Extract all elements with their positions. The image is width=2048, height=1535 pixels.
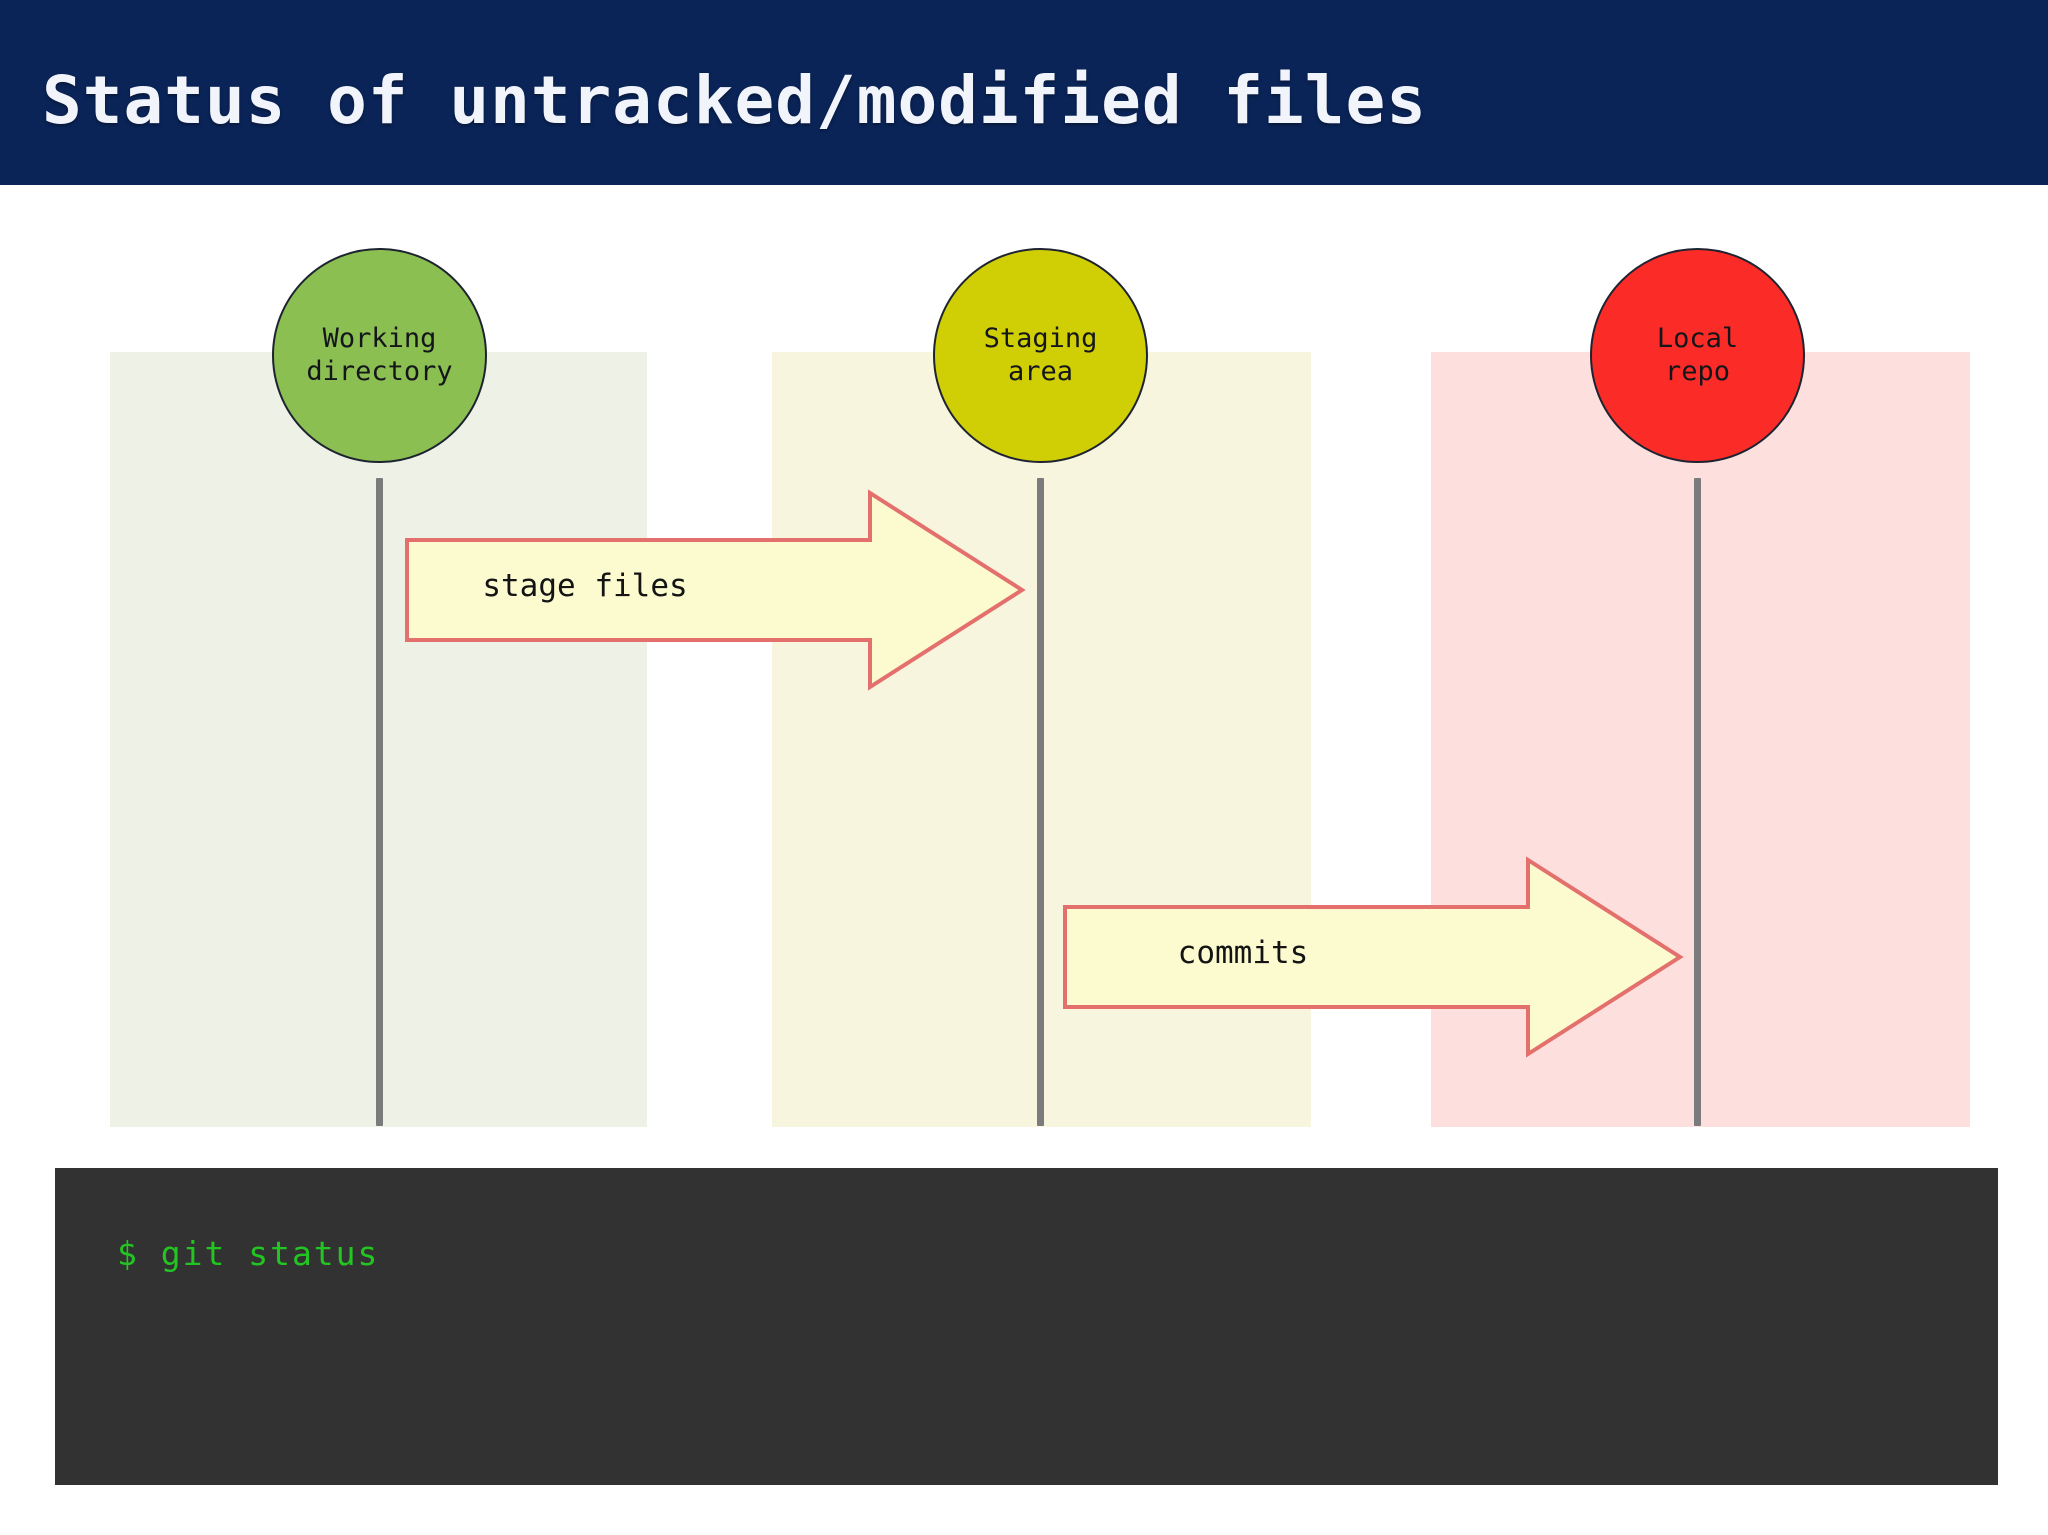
node-label-staging-area: Staging area <box>983 322 1098 387</box>
stage-files-arrow-icon <box>405 489 1026 691</box>
arrow-commits: commits <box>1063 856 1684 1058</box>
node-staging-area[interactable]: Staging area <box>933 248 1148 463</box>
slide-title-bar: Status of untracked/modified files <box>0 0 2048 185</box>
timeline-axis-staging-area <box>1037 478 1044 1126</box>
node-local-repo[interactable]: Local repo <box>1590 248 1805 463</box>
commits-arrow-icon <box>1063 856 1684 1058</box>
node-label-local-repo: Local repo <box>1656 322 1739 387</box>
timeline-axis-local-repo <box>1694 478 1701 1126</box>
timeline-axis-working-directory <box>376 478 383 1126</box>
page-title: Status of untracked/modified files <box>42 62 1428 139</box>
node-working-directory[interactable]: Working directory <box>272 248 487 463</box>
terminal-panel[interactable]: $ git status <box>55 1168 1998 1485</box>
node-label-working-directory: Working directory <box>306 322 453 387</box>
arrow-stage-files: stage files <box>405 489 1026 691</box>
terminal-command-line: $ git status <box>117 1234 380 1273</box>
